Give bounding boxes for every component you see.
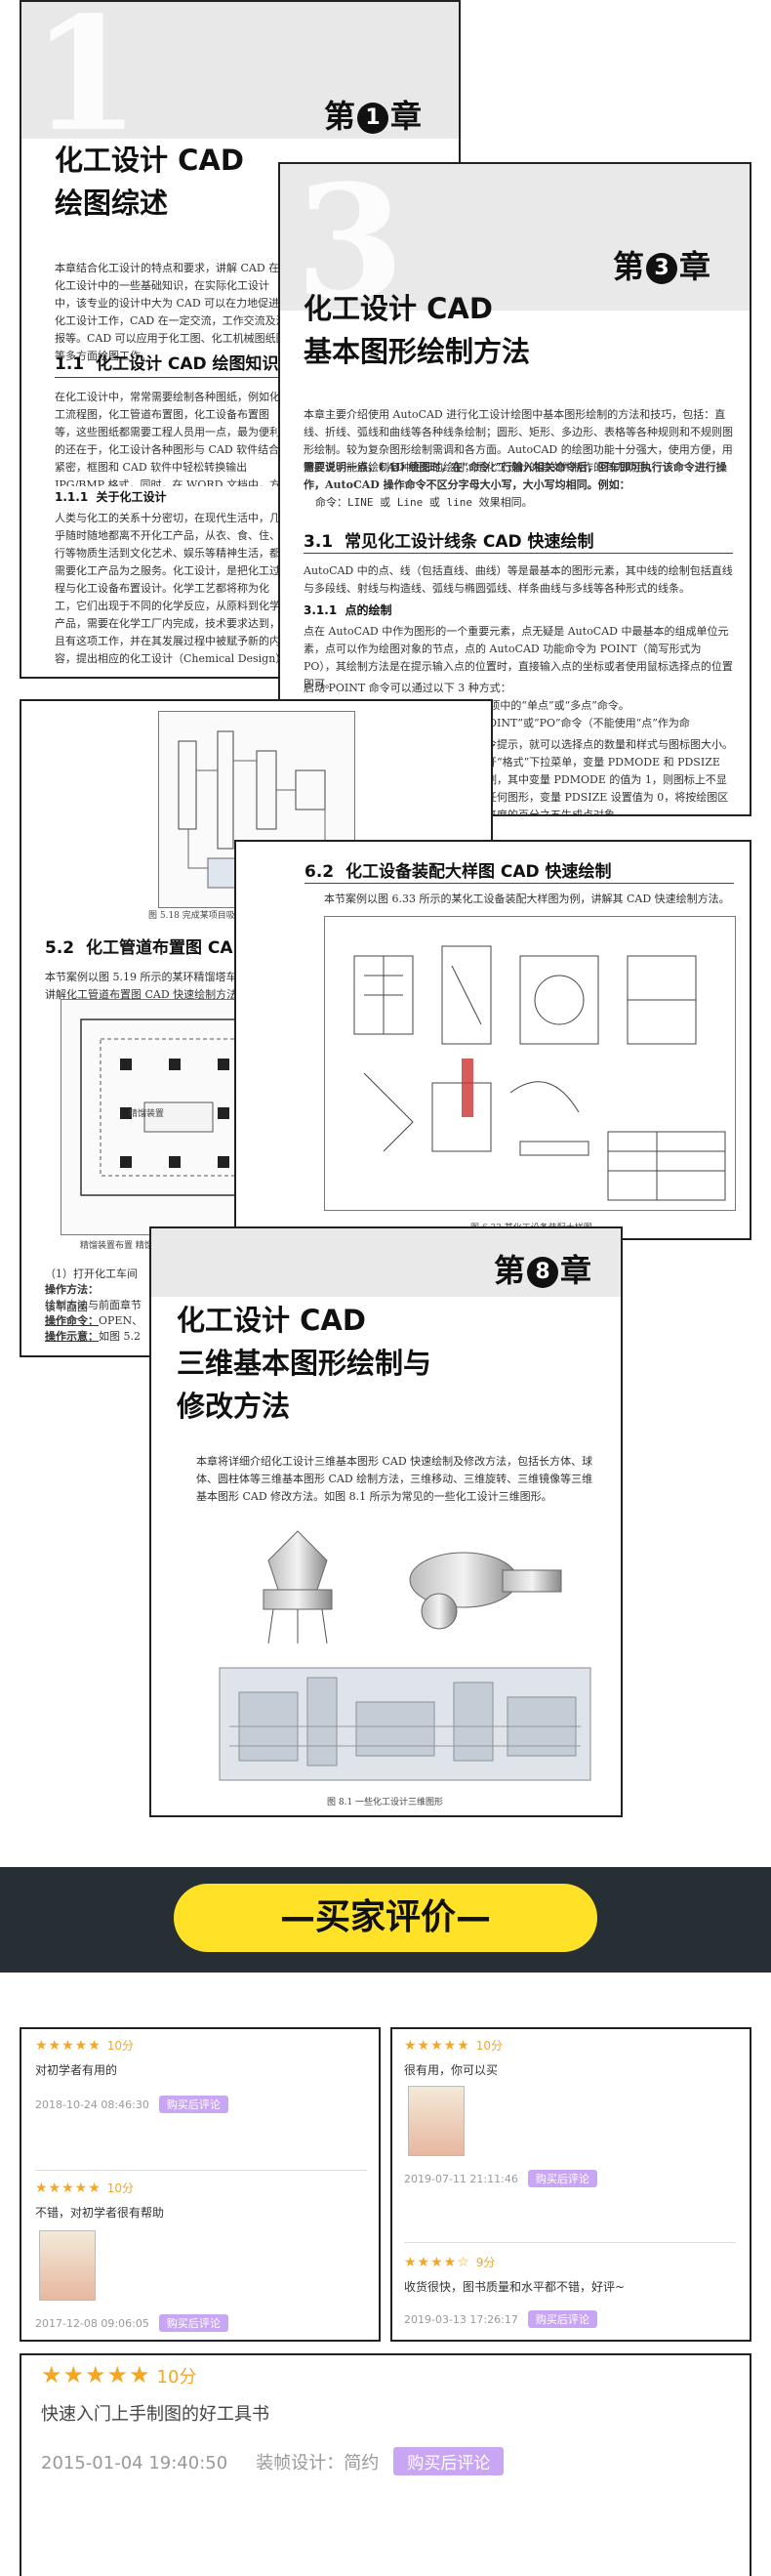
review-card: ★★★★★ 10分 对初学者有用的 2018-10-24 08:46:30 购买后评… — [35, 2035, 367, 2113]
chapter-big-digit: 1 — [31, 0, 141, 166]
review-date: 2019-07-11 21:11:46 — [404, 2173, 518, 2185]
verified-purchase-badge: 购买后评论 — [158, 2314, 228, 2332]
figure-building-label: 精馏装置 — [129, 1109, 165, 1119]
subsection-paragraph: 人类与化工的关系十分密切，在现代生活中，几乎随时随地都离不开化工产品，从衣、食、… — [55, 512, 286, 665]
section-paragraph: 在化工设计中，常常需要绘制各种图纸，例如化工流程图，化工管道布置图，化工设备布置… — [55, 391, 280, 486]
review-meta: 2017-12-08 09:06:05 购买后评论 — [35, 2312, 228, 2332]
rating-score: 10分 — [106, 2181, 135, 2195]
subsection-paragraph-2: 启动 POINT 命令可以通过以下 3 种方式： — [304, 682, 511, 694]
section-rule — [55, 377, 308, 378]
review-text: 快速入门上手制图的好工具书 — [41, 2404, 269, 2425]
verified-purchase-badge: 购买后评论 — [158, 2096, 228, 2113]
review-card: ★★★★☆ 9分 收货很快，图书质量和水平都不错，好评~ 2019-03-13 1… — [404, 2252, 736, 2328]
book-page-chapter-6: 6.2 化工设备装配大样图 CAD 快速绘制 本节案例以图 6.33 所示的某化… — [234, 840, 751, 1240]
rating-score: 10分 — [106, 2039, 135, 2053]
chapter-title: 化工设计 CAD 绘图综述 — [55, 144, 244, 220]
operation-method: 操作方法：该平面图 — [45, 1283, 99, 1313]
reviews-banner-title: —买家评价— — [174, 1884, 597, 1952]
binding-info: 装帧设计：简约 — [256, 2453, 380, 2473]
review-divider — [35, 2170, 367, 2171]
review-photo-thumbnail[interactable] — [39, 2230, 96, 2301]
review-text: 不错，对初学者很有帮助 — [35, 2206, 165, 2220]
review-text: 对初学者有用的 — [35, 2063, 118, 2077]
section-rule — [304, 553, 733, 554]
section-paragraph: AutoCAD 中的点、线（包括直线、曲线）等是最基本的图形元素，其中线的绘制包… — [304, 564, 733, 595]
review-card: ★★★★★ 10分 不错，对初学者很有帮助 — [35, 2178, 367, 2221]
section-paragraph: 本节案例以图 5.19 所示的某环精馏塔车间流过程，讲解化工管道布置图 CAD … — [45, 971, 291, 1001]
3d-models-figure — [210, 1521, 600, 1785]
operation-line: 绘制方法与前面章节（建筑平面） — [45, 1299, 142, 1311]
chapter-title: 化工设计 CAD 基本图形绘制方法 — [304, 292, 531, 368]
subsection-paragraph-3: 命令提示，就可以选择点的数量和样式与图标图大小。打开“格式”下拉菜单，变量 PD… — [475, 738, 733, 816]
review-date: 2019-03-13 17:26:17 — [404, 2313, 518, 2326]
review-meta: 2019-07-11 21:11:46 购买后评论 — [404, 2168, 597, 2187]
rating-stars-icon: ★★★★☆ — [404, 2255, 470, 2270]
section-heading: 3.1 常见化工设计线条 CAD 快速绘制 — [304, 532, 594, 552]
section-paragraph: 本节案例以图 6.33 所示的某化工设备装配大样图为例，讲解其 CAD 快速绘制… — [324, 893, 730, 905]
review-text: 很有用，你可以买 — [404, 2063, 499, 2077]
chapter-intro: 本章结合化工设计的特点和要求，讲解 CAD 在化工设计中的一些基础知识，在实际化… — [55, 262, 287, 362]
3d-models-drawing — [219, 1530, 591, 1781]
review-text: 收货很快，图书质量和水平都不错，好评~ — [404, 2280, 626, 2294]
featured-review: ★★★★★10分 快速入门上手制图的好工具书 2015-01-04 19:40:… — [41, 2361, 724, 2475]
review-card: ★★★★★ 10分 很有用，你可以买 — [404, 2035, 736, 2078]
verified-purchase-badge: 购买后评论 — [527, 2310, 597, 2328]
rating-stars-icon: ★★★★★ — [35, 2038, 101, 2054]
subsection-paragraph: 点在 AutoCAD 中作为图形的一个重要元素，点无疑是 AutoCAD 中最基… — [304, 625, 733, 690]
chapter-big-digit: 3 — [296, 162, 405, 334]
review-date: 2017-12-08 09:06:05 — [35, 2317, 149, 2330]
command-example: 命令：LINE 或 Line 或 line 效果相同。 — [315, 496, 533, 509]
subsection-heading: 1.1.1 关于化工设计 — [55, 490, 167, 504]
review-date: 2015-01-04 19:40:50 — [41, 2453, 228, 2473]
chapter-intro-note: 需要说明一点，CAD 绘图时，在“命令：”行输入相关命令后，回车即可执行该命令进… — [304, 461, 727, 491]
rating-stars-icon: ★★★★★ — [35, 2181, 101, 2196]
assembly-detail-drawing — [353, 945, 726, 1201]
page-header-band — [280, 164, 750, 311]
review-photo-thumbnail[interactable] — [408, 2086, 465, 2156]
assembly-detail-figure — [324, 916, 736, 1211]
bullet-item: “POINT”或“PO”命令（不能使用“点”作为命 — [475, 717, 690, 729]
rating-stars-icon: ★★★★★ — [404, 2038, 470, 2054]
section-heading: 5.2 化工管道布置图 CAD 快 — [45, 938, 269, 958]
pipe-layout-drawing — [80, 1018, 277, 1196]
rating-score: 10分 — [475, 2039, 504, 2053]
rating-score: 10分 — [156, 2367, 197, 2388]
operation-command: 操作命令：OPEN、 — [45, 1314, 143, 1327]
chapter-title: 化工设计 CAD 三维基本图形绘制与 修改方法 — [177, 1304, 432, 1423]
step-text: （1）打开化工车间 — [45, 1267, 138, 1280]
figure-caption: 图 8.1 一些化工设计三维图形 — [327, 1798, 444, 1807]
verified-purchase-badge: 购买后评论 — [393, 2447, 505, 2475]
section-heading: 6.2 化工设备装配大样图 CAD 快速绘制 — [304, 862, 612, 882]
review-date: 2018-10-24 08:46:30 — [35, 2098, 149, 2111]
section-heading: 1.1 化工设计 CAD 绘图知识 — [55, 354, 279, 374]
rating-score: 9分 — [475, 2256, 496, 2269]
verified-purchase-badge: 购买后评论 — [527, 2170, 597, 2187]
chapter-intro: 本章主要介绍使用 AutoCAD 进行化工设计绘图中基本图形绘制的方法和技巧，包… — [304, 408, 733, 474]
rating-stars-icon: ★★★★★ — [41, 2361, 151, 2389]
review-divider — [404, 2242, 736, 2243]
featured-review-panel — [20, 2353, 751, 2576]
operation-hint: 操作示意：如图 5.2 — [45, 1330, 141, 1343]
section-rule — [304, 883, 734, 884]
chapter-intro: 本章将详细介绍化工设计三维基本图形 CAD 快速绘制及修改方法，包括长方体、球体… — [196, 1455, 593, 1503]
subsection-heading: 3.1.1 点的绘制 — [304, 603, 392, 617]
